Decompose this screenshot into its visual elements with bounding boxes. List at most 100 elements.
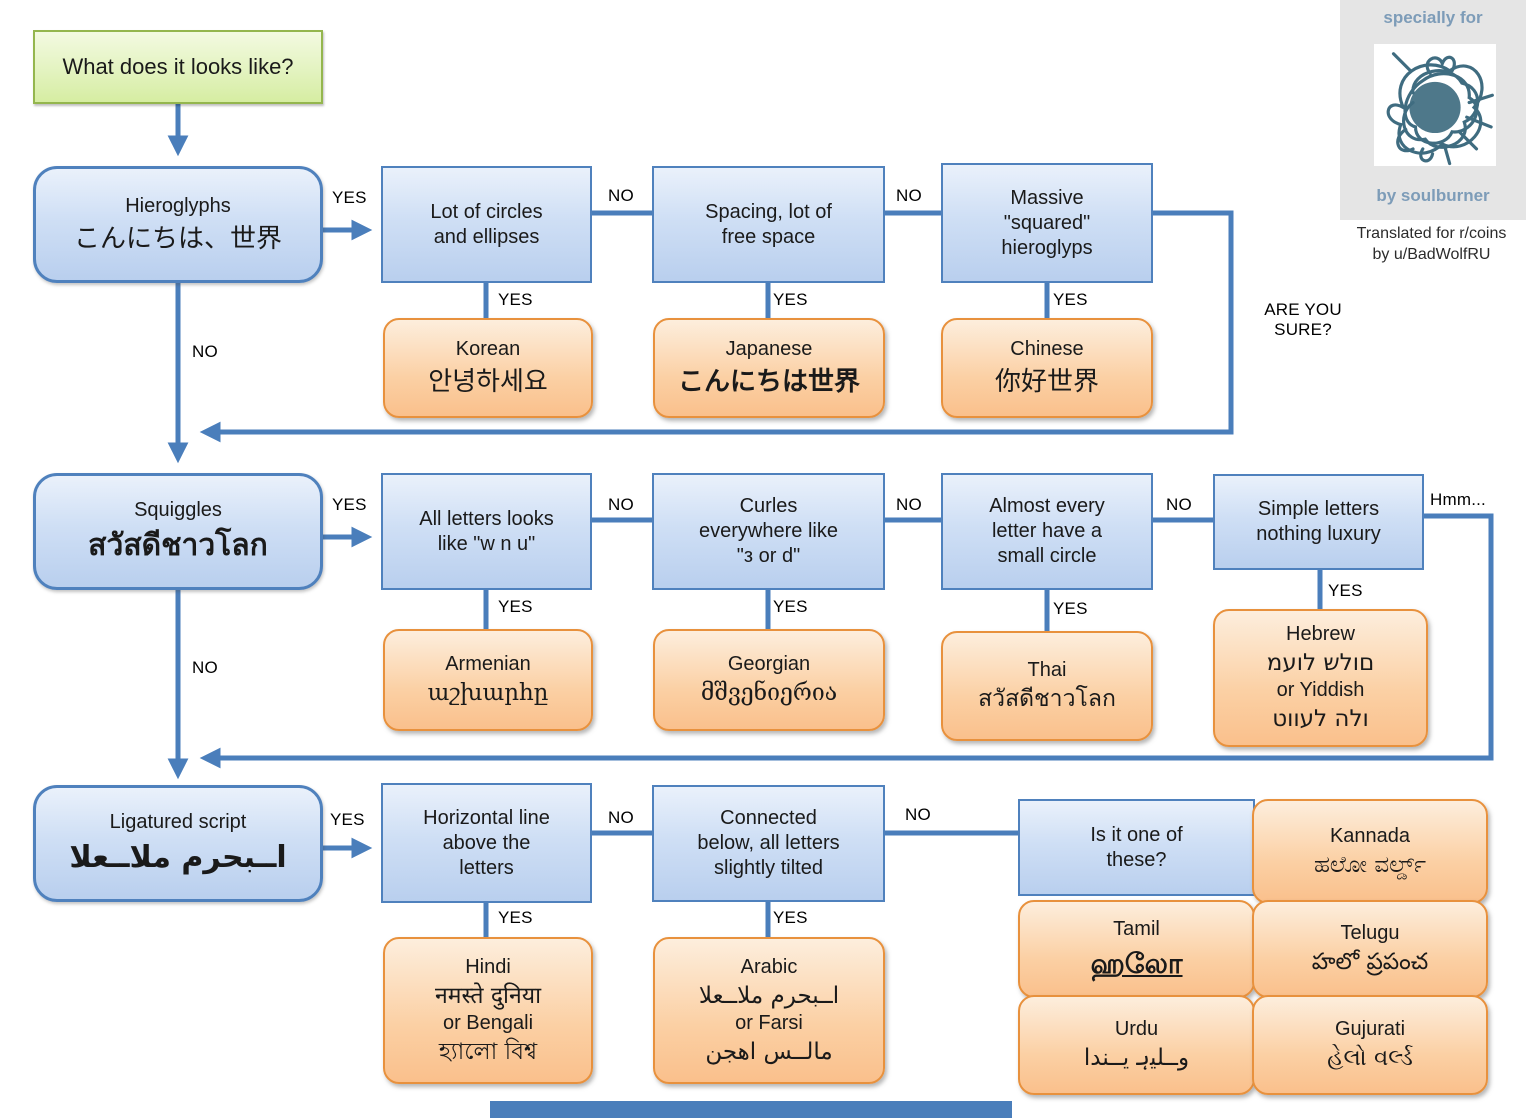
language-name: Urdu	[1114, 1018, 1159, 1041]
edge-label-yes: YES	[332, 495, 367, 514]
decision-line: above the	[442, 831, 531, 854]
script-sample: نجها ســلام	[705, 1038, 833, 1065]
decision-curles: Curles everywhere like "з or d"	[652, 473, 885, 590]
script-sample: नमस्ते दुनिया	[434, 982, 542, 1009]
script-sample: العــالم مرحبــا	[698, 982, 840, 1009]
language-name: Telugu	[1340, 922, 1400, 945]
result-kannada: Kannada ಹಲೋ ವರ್ಲ್ಡ್	[1252, 799, 1488, 904]
bottom-line-fragment	[490, 1101, 1012, 1118]
decision-line: below, all letters	[697, 832, 840, 854]
edge-label-yes: YES	[1328, 581, 1363, 600]
edge-label-yes: YES	[773, 908, 808, 927]
script-sample: สวัสดีชาวโลก	[88, 528, 268, 564]
script-sample: טוועל הלו	[1272, 706, 1369, 732]
result-chinese: Chinese 你好世界	[941, 318, 1153, 418]
decision-line: like "w n u"	[437, 532, 536, 555]
edge-label-no: NO	[192, 342, 218, 361]
decision-line: everywhere like	[699, 520, 838, 542]
result-arabic-farsi: Arabic العــالم مرحبــا or Farsi نجها سـ…	[653, 937, 885, 1084]
decision-title: Hieroglyphs	[125, 194, 231, 217]
decision-squiggles: Squiggles สวัสดีชาวโลก	[33, 473, 323, 590]
edge-label-yes: YES	[498, 908, 533, 927]
decision-line: All letters looks	[419, 507, 554, 530]
script-sample: హలో ప్రపంచ	[1311, 949, 1429, 976]
edge-label-no: NO	[608, 808, 634, 827]
start-box: What does it looks like?	[33, 30, 323, 104]
attribution-translated-line1: Translated for r/coins	[1356, 225, 1507, 242]
edge-label-no: NO	[608, 495, 634, 514]
attribution-translated-line2: by u/BadWolfRU	[1372, 245, 1491, 263]
result-thai: Thai สวัสดีชาวโลก	[941, 631, 1153, 741]
edge-label-yes: YES	[1053, 599, 1088, 618]
language-name: Hindi	[465, 955, 511, 978]
language-name: or Yiddish	[1276, 679, 1365, 701]
result-hebrew-yiddish: Hebrew מעול שלום or Yiddish טוועל הלו	[1213, 609, 1428, 747]
script-sample: 안녕하세요	[428, 367, 548, 398]
decision-line: Lot of circles	[430, 200, 543, 223]
start-question: What does it looks like?	[62, 54, 294, 80]
script-sample: ಹಲೋ ವರ್ಲ್ಡ್	[1313, 851, 1426, 878]
language-name: Arabic	[740, 955, 798, 978]
script-sample: מעול שלום	[1266, 650, 1375, 677]
edge-label-hmm: Hmm...	[1430, 490, 1486, 509]
edge-label-no: NO	[896, 495, 922, 514]
decision-line: nothing luxury	[1256, 523, 1381, 545]
edge-label-yes: YES	[498, 597, 533, 616]
edge-label-yes: YES	[1053, 290, 1088, 309]
language-name: or Farsi	[735, 1011, 803, 1034]
edge-label-no: NO	[905, 805, 931, 824]
language-name: Thai	[1027, 659, 1067, 682]
decision-line: Simple letters	[1257, 498, 1380, 520]
decision-line: "squared"	[1003, 211, 1091, 234]
decision-circles: Lot of circles and ellipses	[381, 166, 592, 283]
script-sample: สวัสดีชาวโลก	[978, 686, 1116, 713]
decision-wnu: All letters looks like "w n u"	[381, 473, 592, 590]
edge-label-yes: YES	[773, 597, 808, 616]
decision-hieroglyphs: Hieroglyphs こんにちは、世界	[33, 166, 323, 283]
script-sample: 你好世界	[994, 367, 1099, 398]
scribble-icon	[1374, 44, 1496, 166]
decision-title: Ligatured script	[109, 811, 247, 834]
edge-label-no: NO	[608, 186, 634, 205]
decision-horizontal-line: Horizontal line above the letters	[381, 783, 592, 903]
result-georgian: Georgian მშვენიერია	[653, 629, 885, 731]
result-tamil: Tamil ஹலோ	[1018, 900, 1255, 998]
attribution-specially-for: specially for	[1383, 8, 1483, 27]
decision-line: hieroglyps	[1001, 236, 1093, 259]
decision-line: slightly tilted	[714, 857, 823, 879]
decision-line: small circle	[997, 545, 1097, 567]
decision-line: Connected	[720, 807, 817, 829]
script-sample: こんにちは、世界	[73, 223, 282, 254]
edge-label-no: NO	[896, 186, 922, 205]
script-sample: ஹலோ	[1090, 947, 1183, 980]
decision-line: and ellipses	[433, 225, 540, 248]
edge-label-yes: YES	[330, 810, 365, 829]
decision-squared: Massive "squared" hieroglyps	[941, 163, 1153, 283]
decision-line: free space	[721, 225, 816, 248]
decision-line: Is it one of	[1090, 823, 1183, 846]
result-korean: Korean 안녕하세요	[383, 318, 593, 418]
decision-line: Spacing, lot of	[705, 200, 832, 223]
decision-line: Massive	[1010, 186, 1084, 209]
decision-simple-letters: Simple letters nothing luxury	[1213, 474, 1424, 570]
script-sample: ادنــی ہیلــو	[1083, 1045, 1190, 1072]
edge-label-are-you-sure: ARE YOU SURE?	[1264, 300, 1342, 339]
decision-line: letters	[459, 856, 514, 879]
language-name: Georgian	[727, 653, 811, 676]
edge-label-yes: YES	[773, 290, 808, 309]
attribution-author: by soulburner	[1376, 186, 1490, 205]
decision-line: Horizontal line	[423, 806, 550, 829]
language-name: Gujurati	[1334, 1018, 1406, 1041]
script-sample: աշխարհը	[427, 680, 549, 707]
edge-label-no: NO	[1166, 495, 1192, 514]
language-name: Kannada	[1329, 824, 1411, 847]
language-name: Tamil	[1113, 918, 1160, 940]
result-japanese: Japanese こんにちは世界	[653, 318, 885, 418]
decision-line: "з or d"	[736, 545, 801, 567]
edge-label-yes: YES	[498, 290, 533, 309]
result-gujurati: Gujurati હેલો વર્લ્ડ	[1252, 995, 1488, 1095]
result-hindi-bengali: Hindi नमस्ते दुनिया or Bengali হ্যালো বি…	[383, 937, 593, 1084]
script-sample: হ্যালো বিশ্ব	[438, 1038, 538, 1065]
